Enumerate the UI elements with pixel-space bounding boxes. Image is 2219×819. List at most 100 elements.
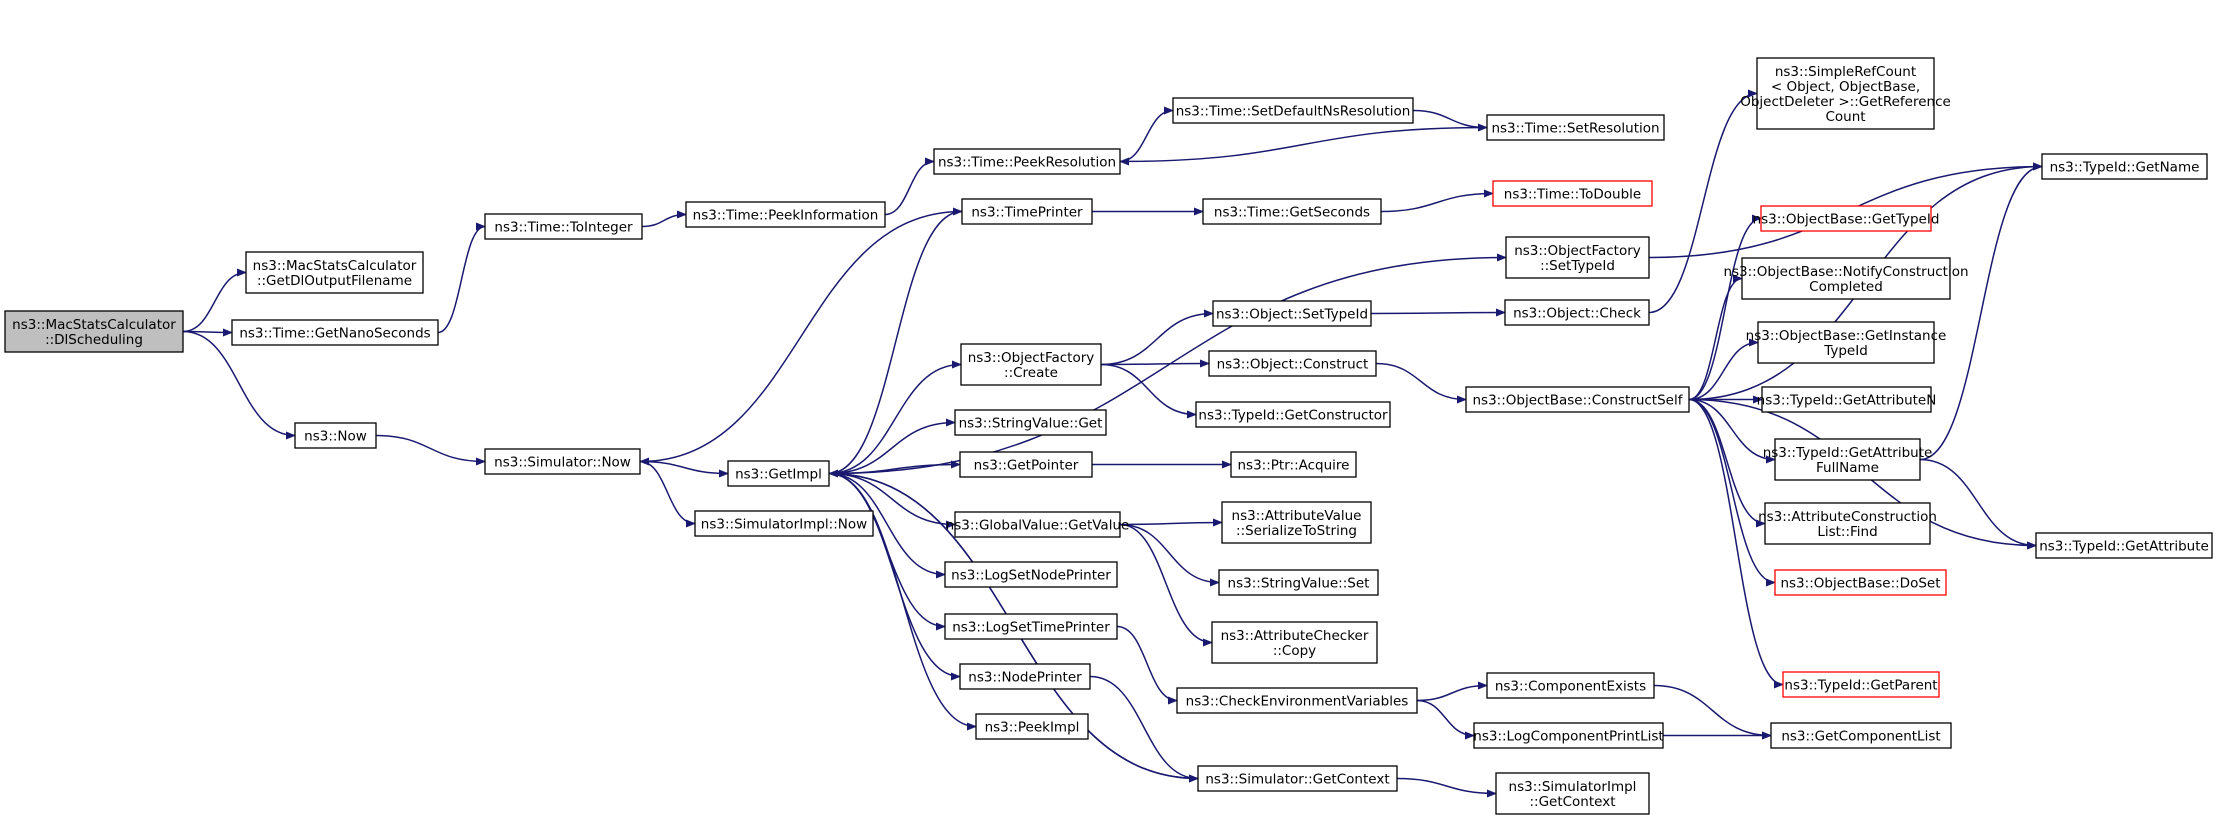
node-label: ns3::ObjectBase::NotifyConstruction — [1723, 264, 1968, 280]
node-get-dl-output-filename[interactable]: ns3::MacStatsCalculator::GetDlOutputFile… — [245, 251, 424, 294]
node-simple-ref-count[interactable]: ns3::SimpleRefCount< Object, ObjectBase,… — [1740, 57, 1951, 130]
node-set-resolution[interactable]: ns3::Time::SetResolution — [1486, 114, 1665, 141]
node-label: ns3::Time::PeekInformation — [693, 208, 879, 224]
node-box — [1221, 501, 1372, 544]
edge-peek-information-to-peek-resolution — [884, 157, 935, 216]
node-node-printer[interactable]: ns3::NodePrinter — [959, 663, 1091, 690]
node-box — [1764, 502, 1931, 545]
node-label: ns3::ObjectBase::GetTypeId — [1753, 212, 1940, 228]
node-label: ns3::CheckEnvironmentVariables — [1186, 694, 1409, 710]
node-simulator-impl-now[interactable]: ns3::SimulatorImpl::Now — [694, 510, 874, 537]
node-ptr-acquire[interactable]: ns3::Ptr::Acquire — [1230, 451, 1357, 478]
node-time-printer[interactable]: ns3::TimePrinter — [961, 198, 1093, 225]
node-object-set-type-id[interactable]: ns3::Object::SetTypeId — [1212, 300, 1372, 327]
node-object-construct[interactable]: ns3::Object::Construct — [1208, 350, 1377, 377]
node-object-check[interactable]: ns3::Object::Check — [1504, 299, 1650, 326]
node-label: ::GetDlOutputFilename — [257, 273, 412, 289]
node-box — [1176, 687, 1418, 714]
node-label: ns3::SimulatorImpl — [1509, 779, 1637, 795]
node-box — [1197, 765, 1398, 792]
node-get-constructor[interactable]: ns3::TypeId::GetConstructor — [1195, 401, 1391, 428]
node-get-type-id[interactable]: ns3::ObjectBase::GetTypeId — [1753, 205, 1940, 232]
node-label: ns3::Time::GetNanoSeconds — [239, 326, 430, 342]
node-get-nano-seconds[interactable]: ns3::Time::GetNanoSeconds — [231, 319, 439, 346]
edge-now-to-simulator-now — [375, 434, 486, 466]
node-string-value-set[interactable]: ns3::StringValue::Set — [1218, 569, 1379, 596]
edge-object-set-type-id-to-object-check — [1370, 308, 1506, 317]
edge-object-factory-create-to-object-set-type-id — [1100, 309, 1214, 366]
node-label: ns3::ObjectBase::DoSet — [1780, 576, 1940, 592]
node-simulator-now[interactable]: ns3::Simulator::Now — [484, 448, 641, 475]
edge-get-impl-to-global-value-get-value — [828, 472, 956, 529]
node-box — [954, 511, 1121, 538]
node-set-default-ns-resolution[interactable]: ns3::Time::SetDefaultNsResolution — [1172, 97, 1414, 124]
node-get-parent[interactable]: ns3::TypeId::GetParent — [1782, 671, 1940, 698]
node-do-set[interactable]: ns3::ObjectBase::DoSet — [1774, 569, 1947, 596]
node-get-attribute[interactable]: ns3::TypeId::GetAttribute — [2035, 532, 2213, 559]
node-get-seconds[interactable]: ns3::Time::GetSeconds — [1202, 198, 1382, 225]
node-label: ns3::GetPointer — [974, 458, 1079, 474]
node-label: ns3::GetComponentList — [1781, 729, 1940, 745]
node-box — [933, 148, 1121, 175]
node-simulator-impl-get-context[interactable]: ns3::SimulatorImpl::GetContext — [1495, 772, 1650, 815]
edge-log-set-time-printer-to-check-env-vars — [1116, 625, 1178, 705]
node-label: ns3::Time::SetResolution — [1491, 121, 1659, 137]
node-label: Count — [1825, 109, 1865, 125]
node-now[interactable]: ns3::Now — [294, 422, 377, 449]
node-label: TypeId — [1823, 343, 1868, 359]
node-global-value-get-value[interactable]: ns3::GlobalValue::GetValue — [946, 511, 1130, 538]
node-object-factory-create[interactable]: ns3::ObjectFactory::Create — [960, 343, 1102, 386]
nodes: ns3::MacStatsCalculator::DlSchedulingns3… — [4, 57, 2213, 815]
node-label: List::Find — [1817, 524, 1877, 540]
node-peek-information[interactable]: ns3::Time::PeekInformation — [685, 201, 886, 228]
edge-get-impl-to-get-pointer — [828, 460, 961, 475]
node-string-value-get[interactable]: ns3::StringValue::Get — [954, 409, 1107, 436]
node-get-impl[interactable]: ns3::GetImpl — [727, 460, 830, 487]
edge-check-env-vars-to-log-component-print-list — [1416, 699, 1475, 740]
node-label: ns3::Time::SetDefaultNsResolution — [1176, 104, 1411, 120]
node-component-exists[interactable]: ns3::ComponentExists — [1486, 672, 1655, 699]
node-box — [1230, 451, 1357, 478]
node-label: ns3::Object::Construct — [1217, 357, 1369, 373]
node-label: ns3::Now — [304, 429, 367, 445]
node-log-set-time-printer[interactable]: ns3::LogSetTimePrinter — [944, 613, 1118, 640]
node-label: ns3::ComponentExists — [1495, 679, 1646, 695]
node-construct-self[interactable]: ns3::ObjectBase::ConstructSelf — [1465, 386, 1690, 413]
edge-global-value-get-value-to-attribute-checker-copy — [1119, 523, 1213, 647]
node-peek-resolution[interactable]: ns3::Time::PeekResolution — [933, 148, 1121, 175]
node-box — [1504, 299, 1650, 326]
node-label: ns3::Simulator::Now — [494, 455, 631, 471]
node-get-name[interactable]: ns3::TypeId::GetName — [2041, 153, 2208, 180]
node-to-integer[interactable]: ns3::Time::ToInteger — [484, 213, 643, 240]
node-check-env-vars[interactable]: ns3::CheckEnvironmentVariables — [1176, 687, 1418, 714]
node-box — [1782, 671, 1940, 698]
node-label: ns3::GlobalValue::GetValue — [946, 518, 1130, 534]
edge-check-env-vars-to-component-exists — [1416, 681, 1488, 702]
edge-get-impl-to-object-factory-create — [828, 360, 962, 475]
node-attribute-checker-copy[interactable]: ns3::AttributeChecker::Copy — [1211, 621, 1378, 664]
node-simulator-get-context[interactable]: ns3::Simulator::GetContext — [1197, 765, 1398, 792]
node-get-component-list[interactable]: ns3::GetComponentList — [1770, 722, 1952, 749]
node-box — [975, 713, 1089, 740]
edge-get-impl-to-string-value-get — [828, 418, 956, 475]
node-get-attribute-n[interactable]: ns3::TypeId::GetAttributeN — [1757, 386, 1937, 413]
node-box — [484, 213, 643, 240]
node-peek-impl[interactable]: ns3::PeekImpl — [975, 713, 1089, 740]
node-log-set-node-printer[interactable]: ns3::LogSetNodePrinter — [944, 561, 1118, 588]
edge-construct-self-to-notify-construction — [1688, 274, 1743, 401]
node-label: ns3::Ptr::Acquire — [1238, 458, 1350, 474]
node-to-double[interactable]: ns3::Time::ToDouble — [1492, 180, 1653, 207]
node-label: ns3::SimulatorImpl::Now — [701, 517, 867, 533]
edge-set-default-ns-resolution-to-set-resolution — [1412, 109, 1488, 132]
node-root[interactable]: ns3::MacStatsCalculator::DlScheduling — [4, 310, 184, 353]
node-label: ns3::TypeId::GetAttribute — [1763, 445, 1933, 461]
node-notify-construction[interactable]: ns3::ObjectBase::NotifyConstructionCompl… — [1723, 257, 1969, 300]
node-log-component-print-list[interactable]: ns3::LogComponentPrintList — [1473, 722, 1664, 749]
edge-construct-self-to-get-attribute-full-name — [1688, 398, 1776, 464]
node-object-factory-set-type-id[interactable]: ns3::ObjectFactory::SetTypeId — [1505, 236, 1650, 279]
node-get-pointer[interactable]: ns3::GetPointer — [959, 451, 1093, 478]
node-serialize-to-string[interactable]: ns3::AttributeValue::SerializeToString — [1221, 501, 1372, 544]
